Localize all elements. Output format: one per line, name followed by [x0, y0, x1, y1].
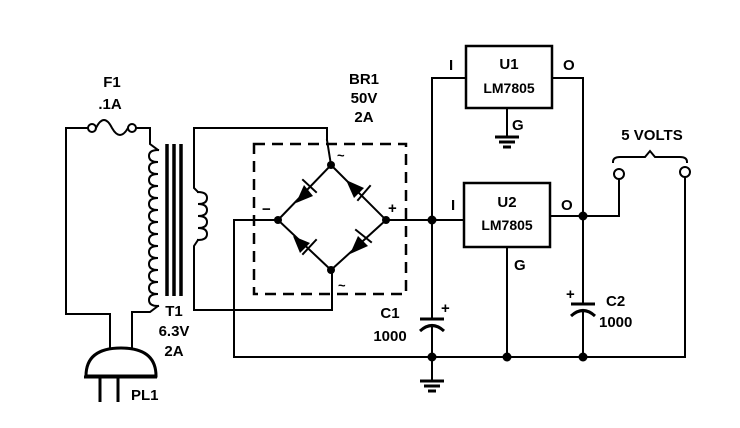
ground-icon: [420, 379, 444, 393]
capacitor-C2: + C2 1000: [566, 215, 632, 358]
ground-icon: [495, 135, 519, 149]
bridge-diamond: [276, 163, 388, 272]
bridge-plus-label: +: [388, 200, 397, 217]
u1-input-wire: [431, 77, 467, 221]
transformer-current-label: 2A: [164, 343, 183, 360]
diode-icon: [346, 180, 372, 202]
fuse-terminal-left: [87, 123, 97, 133]
output-terminal-positive: [613, 168, 625, 180]
fuse-ref-label: F1: [103, 74, 121, 91]
c1-polarity-label: +: [441, 300, 450, 317]
primary-winding-icon: [147, 148, 160, 308]
output-brace-icon: [611, 149, 689, 164]
u2-part-label: LM7805: [481, 217, 533, 233]
diode-icon: [350, 228, 373, 254]
c2-polarity-label: +: [566, 286, 575, 303]
u1-part-label: LM7805: [483, 80, 535, 96]
output-voltage-label: 5 VOLTS: [621, 127, 682, 144]
fuse-F1: [87, 119, 137, 136]
primary-circuit: [65, 119, 183, 402]
u1-pin-gnd-label: G: [512, 117, 524, 134]
u2-pin-gnd-label: G: [514, 257, 526, 274]
plug-ref-label: PL1: [131, 387, 159, 404]
negative-wire: [233, 219, 279, 358]
output-negative-wire: [582, 175, 686, 358]
primary-wire-left: [65, 127, 111, 341]
u2-pin-in-label: I: [451, 197, 455, 214]
secondary-winding-icon: [196, 190, 209, 242]
bridge-ac-symbol-bottom: ~: [338, 278, 346, 293]
transformer-core-icon: [165, 144, 183, 296]
plug-PL1-icon: [84, 339, 158, 402]
secondary-wire-bottom: [193, 238, 333, 311]
primary-wire-bottom: [131, 304, 160, 341]
transformer-primary-coil: [147, 148, 160, 308]
transformer-voltage-label: 6.3V: [159, 323, 190, 340]
primary-wire-top: [135, 127, 160, 152]
capacitor-C1: + C1 1000: [373, 219, 450, 393]
fuse-element-icon: [94, 119, 130, 136]
secondary-wire-top: [193, 127, 328, 194]
u2-body: [462, 181, 552, 249]
bridge-minus-label: −: [262, 201, 271, 218]
regulator-U1: U1 LM7805 I O G: [431, 44, 584, 221]
fuse-terminal-right: [127, 123, 137, 133]
output-positive-wire: [582, 177, 620, 217]
regulator-U2: U2 LM7805 I O G: [451, 181, 584, 358]
u1-ref-label: U1: [499, 56, 518, 73]
bridge-voltage-label: 50V: [351, 90, 378, 107]
u1-pin-out-label: O: [563, 57, 575, 74]
u2-pin-out-label: O: [561, 197, 573, 214]
c2-ref-label: C2: [606, 293, 625, 310]
bridge-rectifier-BR1: BR1 50V 2A ~ ~ + −: [252, 71, 408, 296]
output-terminal-negative: [679, 166, 691, 178]
fuse-value-label: .1A: [98, 96, 122, 113]
bridge-ref-label: BR1: [349, 71, 379, 88]
u1-body: [464, 44, 554, 110]
u1-output-wire: [551, 77, 584, 217]
output-terminals: 5 VOLTS: [582, 127, 691, 358]
transformer-secondary: [193, 127, 333, 311]
c1-ref-label: C1: [380, 305, 399, 322]
diode-icon: [293, 236, 318, 256]
bridge-ac-symbol-top: ~: [337, 148, 345, 163]
c2-value-label: 1000: [599, 314, 632, 331]
u1-pin-in-label: I: [449, 57, 453, 74]
u2-ref-label: U2: [497, 194, 516, 211]
diode-icon: [296, 178, 318, 203]
transformer-ref-label: T1: [165, 303, 183, 320]
c1-value-label: 1000: [373, 328, 406, 345]
bridge-current-label: 2A: [354, 109, 373, 126]
